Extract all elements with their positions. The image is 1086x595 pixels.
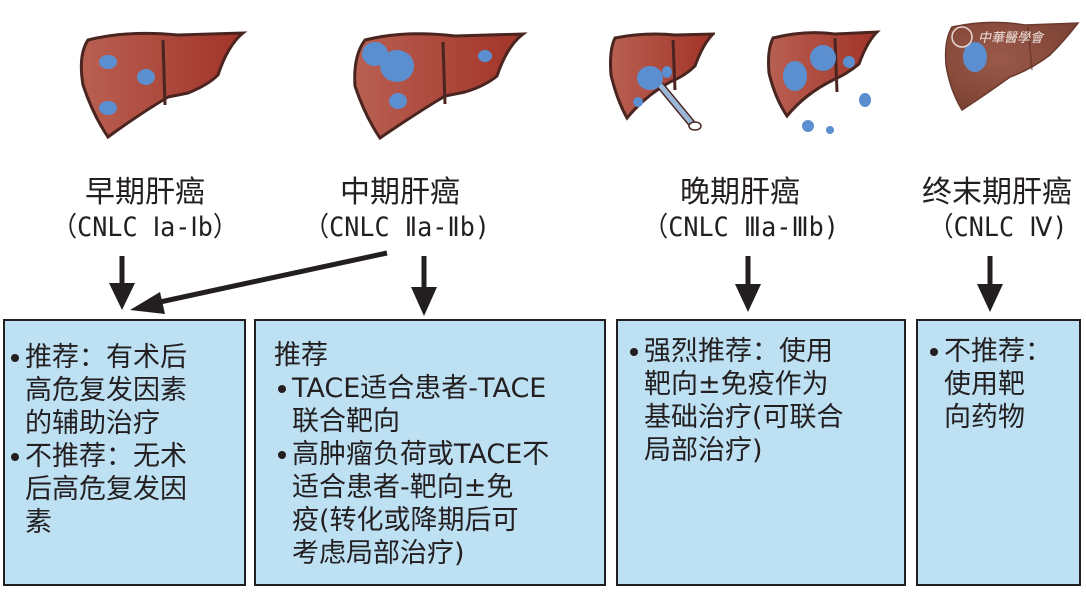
- tumor-icon: [99, 101, 117, 115]
- tumor-icon: [810, 45, 836, 71]
- recommendation-box-advanced: 强烈推荐：使用 靶向±免疫作为 基础治疗(可联合 局部治疗): [616, 319, 906, 586]
- tumor-icon: [826, 126, 834, 134]
- recommendation-line: 向药物: [944, 402, 1025, 433]
- stage-code-early: （CNLC Ⅰa-Ⅰb）: [52, 212, 238, 243]
- bullet-icon: [11, 354, 19, 362]
- stage-code-terminal: （CNLC Ⅳ): [928, 212, 1068, 243]
- liver-intermediate-stage-illustration: [353, 32, 528, 141]
- recommendation-line: 局部治疗): [644, 435, 763, 466]
- arrow-early-down: [109, 256, 135, 310]
- recommendation-line: 疫(转化或降期后可: [292, 505, 519, 536]
- stage-title-advanced: 晚期肝癌: [680, 175, 800, 210]
- tumor-icon: [859, 93, 871, 107]
- arrow-advanced-down: [735, 256, 761, 312]
- tumor-icon: [637, 66, 663, 90]
- recommendation-heading: 推荐: [274, 340, 328, 371]
- tumor-icon: [99, 55, 117, 69]
- liver-advanced-stage-vascular-illustration: [609, 32, 715, 131]
- arrow-intermediate-down: [411, 256, 437, 316]
- stage-title-intermediate: 中期肝癌: [340, 175, 460, 210]
- recommendation-line: 不推荐：无术: [11, 440, 187, 473]
- recommendation-box-early: 推荐：有术后 高危复发因素 的辅助治疗 不推荐：无术 后高危复发因 素: [3, 319, 246, 586]
- recommendation-line: TACE适合患者-TACE: [274, 372, 549, 405]
- bullet-icon: [278, 385, 286, 393]
- recommendation-line: 不推荐：: [930, 335, 1052, 368]
- stage-code-intermediate: （CNLC Ⅱa-Ⅱb): [304, 212, 490, 243]
- liver-terminal-stage-illustration: 中華醫學會: [944, 21, 1080, 112]
- recommendation-line: 高肿瘤负荷或TACE不: [274, 438, 549, 471]
- arrow-intermediate-to-early: [130, 250, 388, 314]
- stage-title-early: 早期肝癌: [85, 175, 205, 210]
- recommendation-line: 基础治疗(可联合: [644, 402, 844, 433]
- bullet-icon: [930, 348, 938, 356]
- tumor-icon: [633, 97, 643, 107]
- bullet-icon: [11, 453, 19, 461]
- recommendation-line: 强烈推荐：使用: [630, 335, 844, 368]
- recommendation-text-advanced: 强烈推荐：使用 靶向±免疫作为 基础治疗(可联合 局部治疗): [630, 335, 844, 467]
- recommendation-line: 的辅助治疗: [25, 408, 160, 439]
- tumor-icon: [478, 50, 492, 62]
- recommendation-line: 适合患者-靶向±免: [292, 472, 514, 503]
- bullet-icon: [278, 451, 286, 459]
- recommendation-box-intermediate: 推荐 TACE适合患者-TACE 联合靶向 高肿瘤负荷或TACE不 适合患者-靶…: [254, 319, 606, 586]
- liver-early-stage-illustration: [79, 31, 248, 140]
- stage-title-terminal: 终末期肝癌: [922, 175, 1072, 210]
- stage-code-advanced: （CNLC Ⅲa-Ⅲb): [643, 212, 839, 243]
- tumor-icon: [137, 69, 155, 85]
- tumor-icon: [802, 120, 814, 132]
- recommendation-line: 后高危复发因: [25, 474, 187, 505]
- tumor-icon: [389, 93, 407, 109]
- tumor-icon: [963, 42, 987, 72]
- recommendation-text-early: 推荐：有术后 高危复发因素 的辅助治疗 不推荐：无术 后高危复发因 素: [11, 341, 187, 539]
- bullet-icon: [630, 348, 638, 356]
- recommendation-line: 联合靶向: [292, 406, 400, 437]
- watermark-text: 中華醫學會: [978, 31, 1045, 46]
- recommendation-line: 使用靶: [944, 369, 1025, 400]
- watermark-logo-icon: [951, 26, 973, 48]
- recommendation-line: 高危复发因素: [25, 375, 187, 406]
- recommendation-line: 推荐：有术后: [11, 341, 187, 374]
- tumor-icon: [380, 50, 414, 82]
- recommendation-line: 靶向±免疫作为: [644, 369, 829, 400]
- tumor-icon: [662, 66, 672, 78]
- tumor-icon: [843, 56, 855, 68]
- liver-advanced-stage-metastasis-illustration: [767, 30, 881, 134]
- recommendation-line: 素: [25, 507, 52, 538]
- recommendation-text-intermediate: 推荐 TACE适合患者-TACE 联合靶向 高肿瘤负荷或TACE不 适合患者-靶…: [274, 339, 549, 570]
- recommendation-text-terminal: 不推荐： 使用靶 向药物: [930, 335, 1052, 434]
- recommendation-box-terminal: 不推荐： 使用靶 向药物: [916, 319, 1081, 586]
- tumor-icon: [783, 61, 807, 91]
- recommendation-line: 考虑局部治疗): [292, 538, 465, 569]
- arrow-terminal-down: [977, 256, 1003, 312]
